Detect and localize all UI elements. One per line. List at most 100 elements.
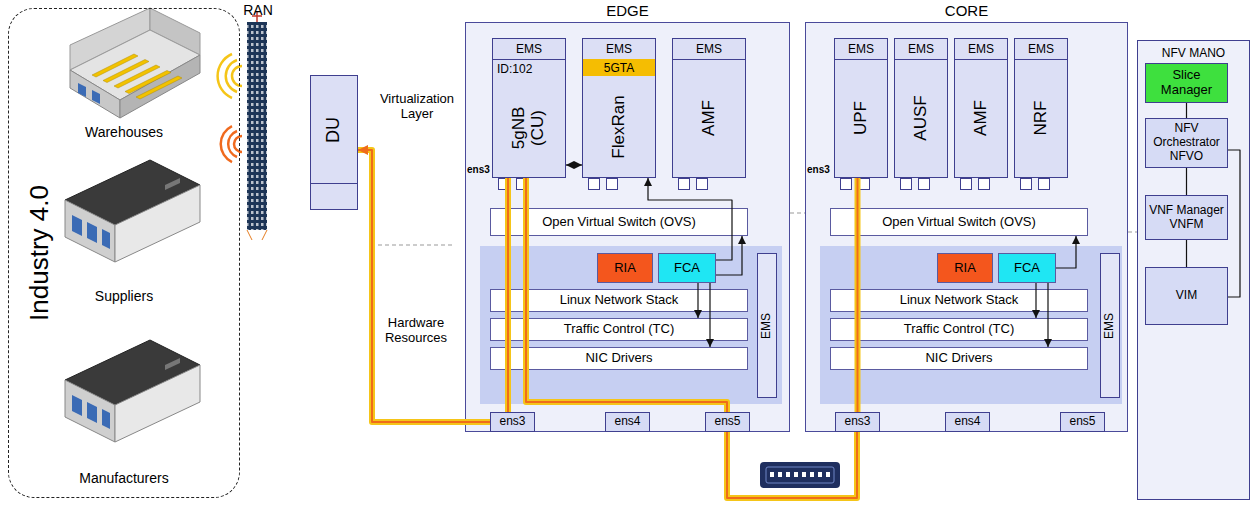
box-label: Linux Network Stack — [834, 293, 1084, 308]
port-square — [1020, 178, 1032, 190]
vnf-box: EMSAMF — [954, 38, 1008, 178]
box-label: ens3 — [494, 415, 531, 429]
ems-bar: EMS — [1100, 253, 1120, 398]
ems-header: EMS — [673, 39, 745, 60]
network-switch — [766, 467, 834, 483]
network-switch — [826, 472, 830, 477]
port-square — [840, 178, 852, 190]
ria-box: RIA — [597, 253, 653, 283]
stack-layer: Traffic Control (TC) — [490, 318, 748, 341]
box-label: ens5 — [709, 415, 746, 429]
box-label: FCA — [1002, 261, 1052, 276]
site-name: Suppliers — [64, 288, 184, 304]
warehouse-illustration — [78, 83, 86, 97]
box-label: ens3 — [839, 415, 876, 429]
radio-waves — [234, 136, 242, 152]
port-square — [516, 178, 528, 190]
vertical-label: EMS — [760, 312, 773, 338]
vertical-label: UPF — [852, 101, 871, 135]
nic-port: ens5 — [705, 412, 750, 432]
manufacturer-building — [115, 365, 200, 442]
ran-tower — [247, 230, 267, 240]
box-label: RIA — [601, 261, 649, 276]
network-switch — [778, 472, 782, 477]
radio-waves — [228, 131, 237, 157]
stack-layer: Open Virtual Switch (OVS) — [830, 208, 1088, 236]
box-label: ens4 — [949, 415, 986, 429]
control-arrow — [566, 164, 582, 165]
interface-name: ens3 — [467, 164, 491, 176]
warehouse-illustration — [114, 65, 160, 88]
network-switch — [760, 462, 840, 488]
layer-label: Virtualization Layer — [374, 92, 460, 122]
port-square — [900, 178, 912, 190]
ems-header: EMS — [955, 39, 1007, 60]
host-zone: EMSID:1025gNB (CU)EMS5GTAFlexRanEMSAMFOp… — [465, 22, 790, 432]
control-arrow — [1186, 168, 1187, 195]
warehouse-illustration — [92, 90, 100, 104]
warehouse-illustration — [136, 76, 182, 99]
fca-box: FCA — [658, 253, 716, 283]
warehouse-illustration — [103, 60, 149, 83]
manufacturer-building — [65, 340, 200, 442]
nic-port: ens4 — [605, 412, 650, 432]
box-label: Slice Manager — [1149, 68, 1224, 98]
zone-title: CORE — [806, 2, 1127, 19]
box-label: Open Virtual Switch (OVS) — [494, 215, 744, 230]
vertical-label: FlexRan — [610, 95, 629, 158]
port-square — [696, 178, 708, 190]
ems-header: EMS — [583, 39, 655, 60]
control-arrow — [1186, 240, 1187, 267]
network-switch — [760, 462, 840, 488]
port-square — [978, 178, 990, 190]
supplier-building — [65, 160, 200, 262]
dashed-divider — [790, 213, 805, 214]
stack-layer: Traffic Control (TC) — [830, 318, 1088, 341]
cable-link — [507, 178, 509, 412]
manufacturer-building — [165, 358, 180, 370]
manufacturer-building — [72, 395, 82, 416]
cable-link — [526, 178, 727, 412]
mano-box: VIM — [1145, 267, 1228, 325]
cable-sheath — [526, 178, 727, 412]
radio-waves — [218, 54, 242, 162]
network-switch — [810, 472, 814, 477]
host-zone: EMSUPFEMSAUSFEMSAMFEMSNRFOpen Virtual Sw… — [805, 22, 1128, 432]
manufacturer-building — [102, 409, 110, 429]
control-arrow — [1228, 150, 1240, 297]
cable-sheath — [855, 178, 861, 412]
box-label: VNF Manager VNFM — [1149, 204, 1224, 232]
network-switch — [786, 472, 790, 477]
manufacturer-building — [87, 402, 97, 423]
ran-tower — [247, 22, 267, 230]
interface-name: ens3 — [807, 164, 831, 176]
zone-title: EDGE — [466, 2, 789, 19]
cable-sheath — [505, 178, 511, 412]
vertical-label: NRF — [1032, 101, 1051, 136]
box-label: Traffic Control (TC) — [834, 322, 1084, 337]
box-label: RIA — [941, 261, 989, 276]
fca-box: FCA — [998, 253, 1056, 283]
port-square — [918, 178, 930, 190]
layer-label: RAN — [238, 2, 278, 18]
layer-label: Hardware Resources — [380, 316, 452, 346]
vertical-label: EMS — [1103, 312, 1116, 338]
box-label: Open Virtual Switch (OVS) — [834, 215, 1084, 230]
control-arrow — [709, 283, 710, 347]
ems-header: EMS — [835, 39, 887, 60]
radio-waves — [226, 60, 237, 92]
ran-tower — [247, 12, 267, 240]
nic-port: ens3 — [490, 412, 535, 432]
manufacturer-building — [65, 380, 115, 442]
box-label: ens4 — [609, 415, 646, 429]
du-box: DU — [310, 75, 358, 210]
cable-sheath — [727, 432, 857, 498]
vertical-label: AMF — [700, 100, 719, 136]
warehouse-illustration — [70, 8, 200, 118]
box-label: Traffic Control (TC) — [494, 322, 744, 337]
radio-waves — [218, 54, 232, 98]
control-arrow — [1056, 236, 1076, 268]
vertical-label: 5gNB (CU) — [510, 98, 547, 158]
radio-waves — [221, 126, 232, 162]
supplier-building — [165, 178, 180, 190]
